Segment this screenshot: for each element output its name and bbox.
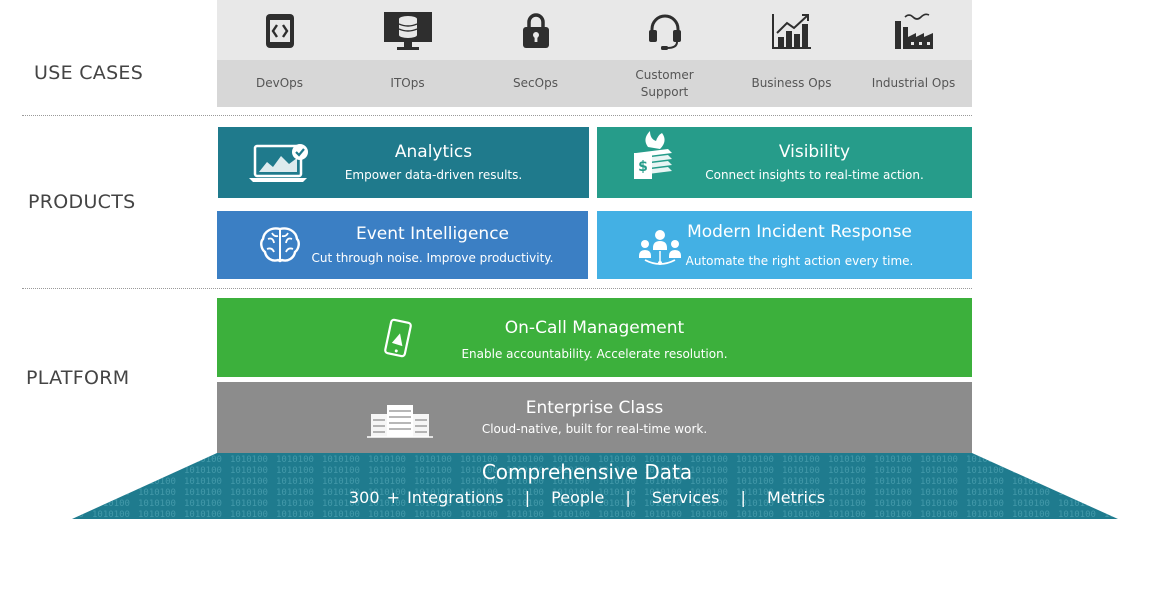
- growth-chart-icon: [729, 10, 854, 52]
- divider-products: [22, 288, 972, 289]
- data-separator: |: [740, 488, 746, 507]
- product-subtitle: Empower data-driven results.: [344, 168, 523, 182]
- product-event-intelligence[interactable]: Event Intelligence Cut through noise. Im…: [217, 211, 588, 279]
- product-subtitle: Automate the right action every time.: [685, 254, 914, 268]
- platform-enterprise-class[interactable]: Enterprise Class Cloud-native, built for…: [217, 382, 972, 453]
- use-case-business-ops[interactable]: Business Ops: [729, 0, 854, 107]
- team-network-icon: [625, 223, 695, 269]
- product-subtitle: Cut through noise. Improve productivity.: [311, 251, 554, 265]
- data-item-integrations: 300 + Integrations: [348, 488, 504, 507]
- database-monitor-icon: [345, 10, 470, 52]
- mobile-alert-icon: [382, 318, 416, 363]
- product-subtitle: Connect insights to real-time action.: [705, 168, 924, 182]
- products-label: PRODUCTS: [28, 191, 136, 213]
- money-stack-icon: $: [619, 131, 689, 179]
- use-case-label: Business Ops: [751, 76, 832, 90]
- data-separator: |: [625, 488, 631, 507]
- server-rack-icon: [367, 404, 433, 443]
- product-incident-response[interactable]: Modern Incident Response Automate the ri…: [597, 211, 972, 279]
- use-case-label: ITOps: [390, 76, 425, 90]
- use-case-label: DevOps: [255, 76, 304, 90]
- code-device-icon: [217, 10, 342, 52]
- use-case-secops[interactable]: SecOps: [473, 0, 598, 107]
- product-title: Event Intelligence: [355, 224, 510, 244]
- padlock-icon: [473, 10, 598, 52]
- data-item-people: People: [551, 488, 605, 507]
- platform-subtitle: Enable accountability. Accelerate resolu…: [461, 347, 728, 361]
- platform-title: Enterprise Class: [525, 398, 664, 418]
- svg-text:$: $: [638, 159, 648, 175]
- laptop-chart-icon: [243, 139, 313, 185]
- data-foundation-base: 1010100: [72, 453, 1118, 519]
- use-case-label: SecOps: [513, 76, 558, 90]
- data-title: Comprehensive Data: [481, 460, 693, 484]
- platform-subtitle: Cloud-native, built for real-time work.: [481, 422, 708, 436]
- product-analytics[interactable]: Analytics Empower data-driven results.: [218, 127, 589, 198]
- use-case-devops[interactable]: DevOps: [217, 0, 342, 107]
- use-case-customer-support[interactable]: Customer Support: [602, 0, 727, 107]
- product-title: Visibility: [778, 142, 851, 162]
- product-title: Modern Incident Response: [687, 222, 912, 242]
- factory-icon: [851, 10, 976, 52]
- headset-icon: [602, 10, 727, 52]
- use-case-label: Customer Support: [635, 67, 694, 99]
- use-cases-label: USE CASES: [34, 62, 144, 84]
- use-case-itops[interactable]: ITOps: [345, 0, 470, 107]
- use-case-label: Industrial Ops: [871, 76, 956, 90]
- platform-on-call-management[interactable]: On-Call Management Enable accountability…: [217, 298, 972, 377]
- product-title: Analytics: [394, 142, 473, 162]
- data-items: 300 + Integrations | People | Services |…: [0, 488, 1174, 507]
- use-case-industrial-ops[interactable]: Industrial Ops: [851, 0, 976, 107]
- product-visibility[interactable]: $ Visibility Connect insights to real-ti…: [597, 127, 972, 198]
- platform-label: PLATFORM: [26, 367, 130, 389]
- brain-icon: [245, 222, 315, 268]
- platform-title: On-Call Management: [504, 318, 685, 338]
- data-item-services: Services: [651, 488, 720, 507]
- divider-use-cases: [22, 115, 972, 116]
- data-item-metrics: Metrics: [766, 488, 826, 507]
- data-separator: |: [524, 488, 531, 507]
- use-cases-strip: DevOps ITOps SecOps: [217, 0, 972, 107]
